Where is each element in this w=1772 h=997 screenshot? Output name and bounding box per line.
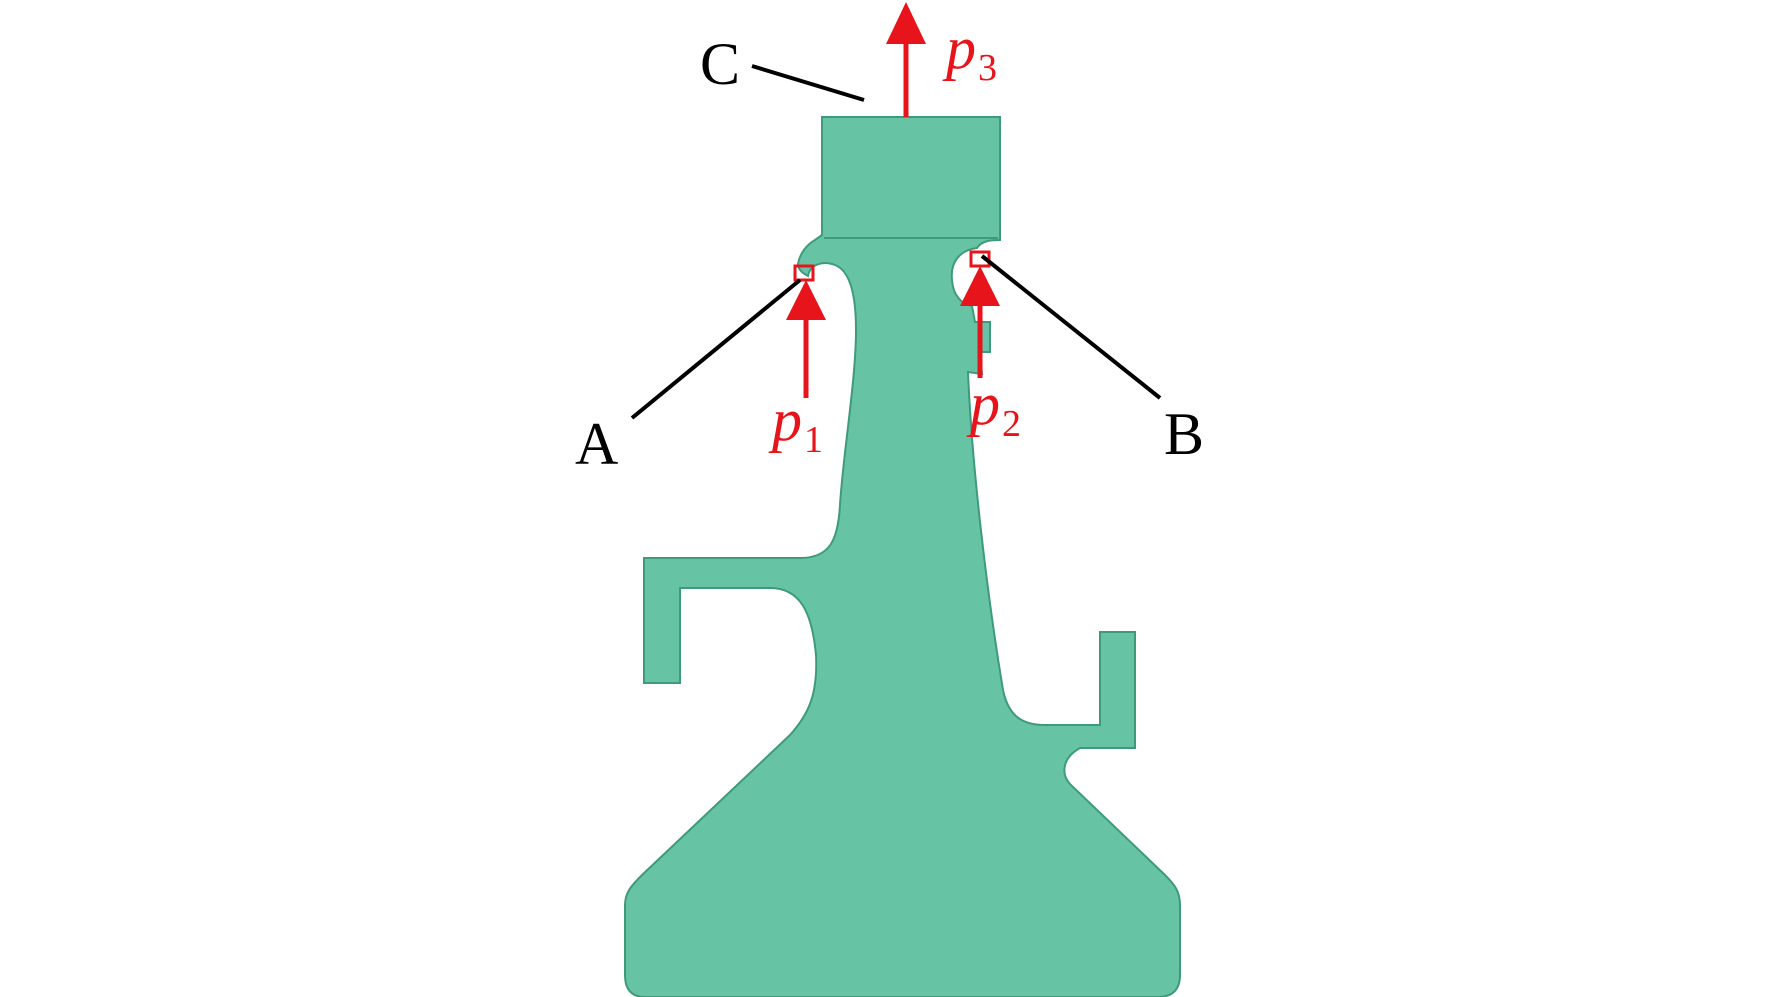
load-label-p2: p2 — [966, 371, 1021, 445]
load-arrow-p1 — [786, 280, 826, 398]
leader-line-c — [751, 64, 865, 102]
leader-line-b — [980, 254, 1162, 400]
component-body — [624, 116, 1181, 997]
point-label-c: C — [700, 31, 740, 97]
load-arrow-p2 — [960, 266, 1000, 378]
point-label-b: B — [1164, 401, 1204, 467]
contact-marker-a — [793, 264, 815, 282]
load-label-p1: p1 — [768, 387, 823, 461]
leader-line-a — [630, 278, 802, 420]
load-arrow-p3 — [886, 2, 926, 117]
load-label-p3: p3 — [942, 15, 997, 89]
point-label-a: A — [575, 411, 618, 477]
